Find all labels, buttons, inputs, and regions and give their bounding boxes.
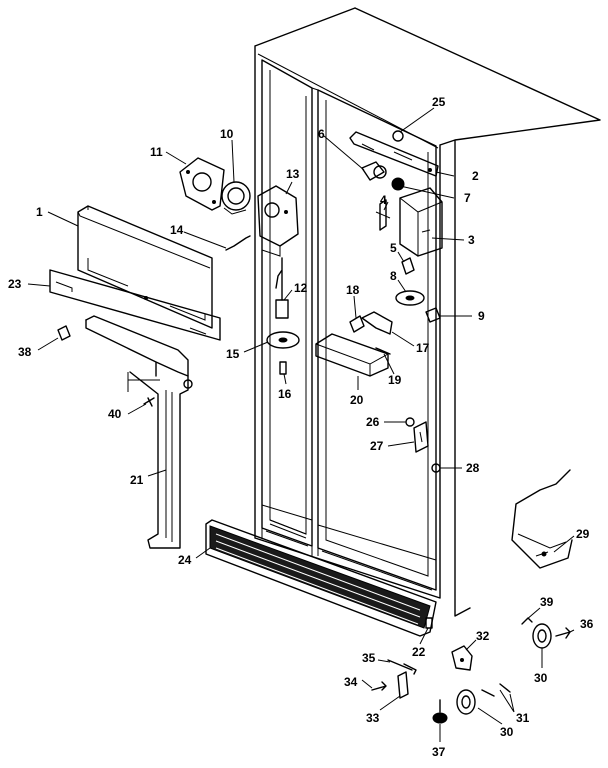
callout-14: 14 [170,223,184,237]
callout-3: 3 [468,233,475,247]
callout-18: 18 [346,283,360,297]
part-7-bulb [391,177,405,191]
part-14-wire [225,235,251,251]
callout-23: 23 [8,277,22,291]
part-16-grommet [279,361,287,375]
part-29-hinge [511,469,573,569]
part-23-rail [49,269,221,341]
part-10-motor [221,181,251,215]
callout-11: 11 [150,145,163,159]
callout-1: 1 [36,205,43,219]
callout-33: 33 [366,711,380,725]
callouts: 1 2 3 4 5 6 7 8 9 10 11 12 13 14 15 16 1… [8,95,594,759]
callout-22: 22 [412,645,426,659]
part-1-panel [77,205,213,329]
part-17-bracket [361,311,393,335]
part-18-damper [349,315,365,333]
callout-19: 19 [388,373,402,387]
callout-25: 25 [432,95,446,109]
callout-2: 2 [472,169,479,183]
part-12-shaft [275,257,289,319]
callout-15: 15 [226,347,240,361]
part-6-socket [361,161,387,181]
callout-40: 40 [108,407,122,421]
callout-20: 20 [350,393,364,407]
part-36-screw [555,627,571,639]
part-37-foot [432,699,448,724]
callout-8: 8 [390,269,397,283]
callout-39: 39 [540,595,554,609]
leader-lines [27,107,575,742]
callout-32: 32 [476,629,490,643]
part-19-pin [375,347,391,355]
part-38-clip [57,325,71,341]
callout-9: 9 [478,309,485,323]
part-31-pins [481,683,511,697]
part-26-screw [405,417,415,427]
part-13-housing [257,185,299,257]
part-20-housing [315,333,389,377]
callout-37: 37 [432,745,446,759]
part-25-screw [392,130,404,142]
part-2-bracket [349,131,439,177]
part-34-screw [371,681,387,691]
part-35-rod [387,659,417,675]
part-8-knob [395,290,425,306]
part-40-screw [143,397,155,407]
callout-28: 28 [466,461,480,475]
callout-38: 38 [18,345,32,359]
callout-6: 6 [318,127,325,141]
part-9-clip [425,307,441,323]
callout-10: 10 [220,127,234,141]
callout-35: 35 [362,651,376,665]
callout-34: 34 [344,675,358,689]
part-22-screw [425,617,433,629]
callout-36: 36 [580,617,594,631]
part-5-switch [401,257,415,275]
callout-27: 27 [370,439,384,453]
part-3-cover [399,187,443,257]
callout-16: 16 [278,387,292,401]
part-27-bracket [413,421,429,453]
callout-12: 12 [294,281,308,295]
part-4-bracket [375,199,391,231]
part-30-roller-left [456,689,476,715]
part-21-support [85,315,193,549]
part-32-bracket [451,645,473,671]
callout-4: 4 [380,193,387,207]
callout-21: 21 [130,473,144,487]
cabinet [254,7,601,617]
part-11-bracket [179,157,225,211]
callout-30-left: 30 [500,725,514,739]
callout-29: 29 [576,527,590,541]
part-30-roller-right [532,623,552,649]
callout-30-right: 30 [534,671,548,685]
part-15-fan-blade [266,331,300,349]
callout-17: 17 [416,341,430,355]
callout-31: 31 [516,711,530,725]
callout-24: 24 [178,553,192,567]
part-24-grille [205,519,437,637]
callout-5: 5 [390,241,397,255]
callout-13: 13 [286,167,300,181]
callout-7: 7 [464,191,471,205]
part-33-bracket [397,671,409,699]
callout-26: 26 [366,415,380,429]
